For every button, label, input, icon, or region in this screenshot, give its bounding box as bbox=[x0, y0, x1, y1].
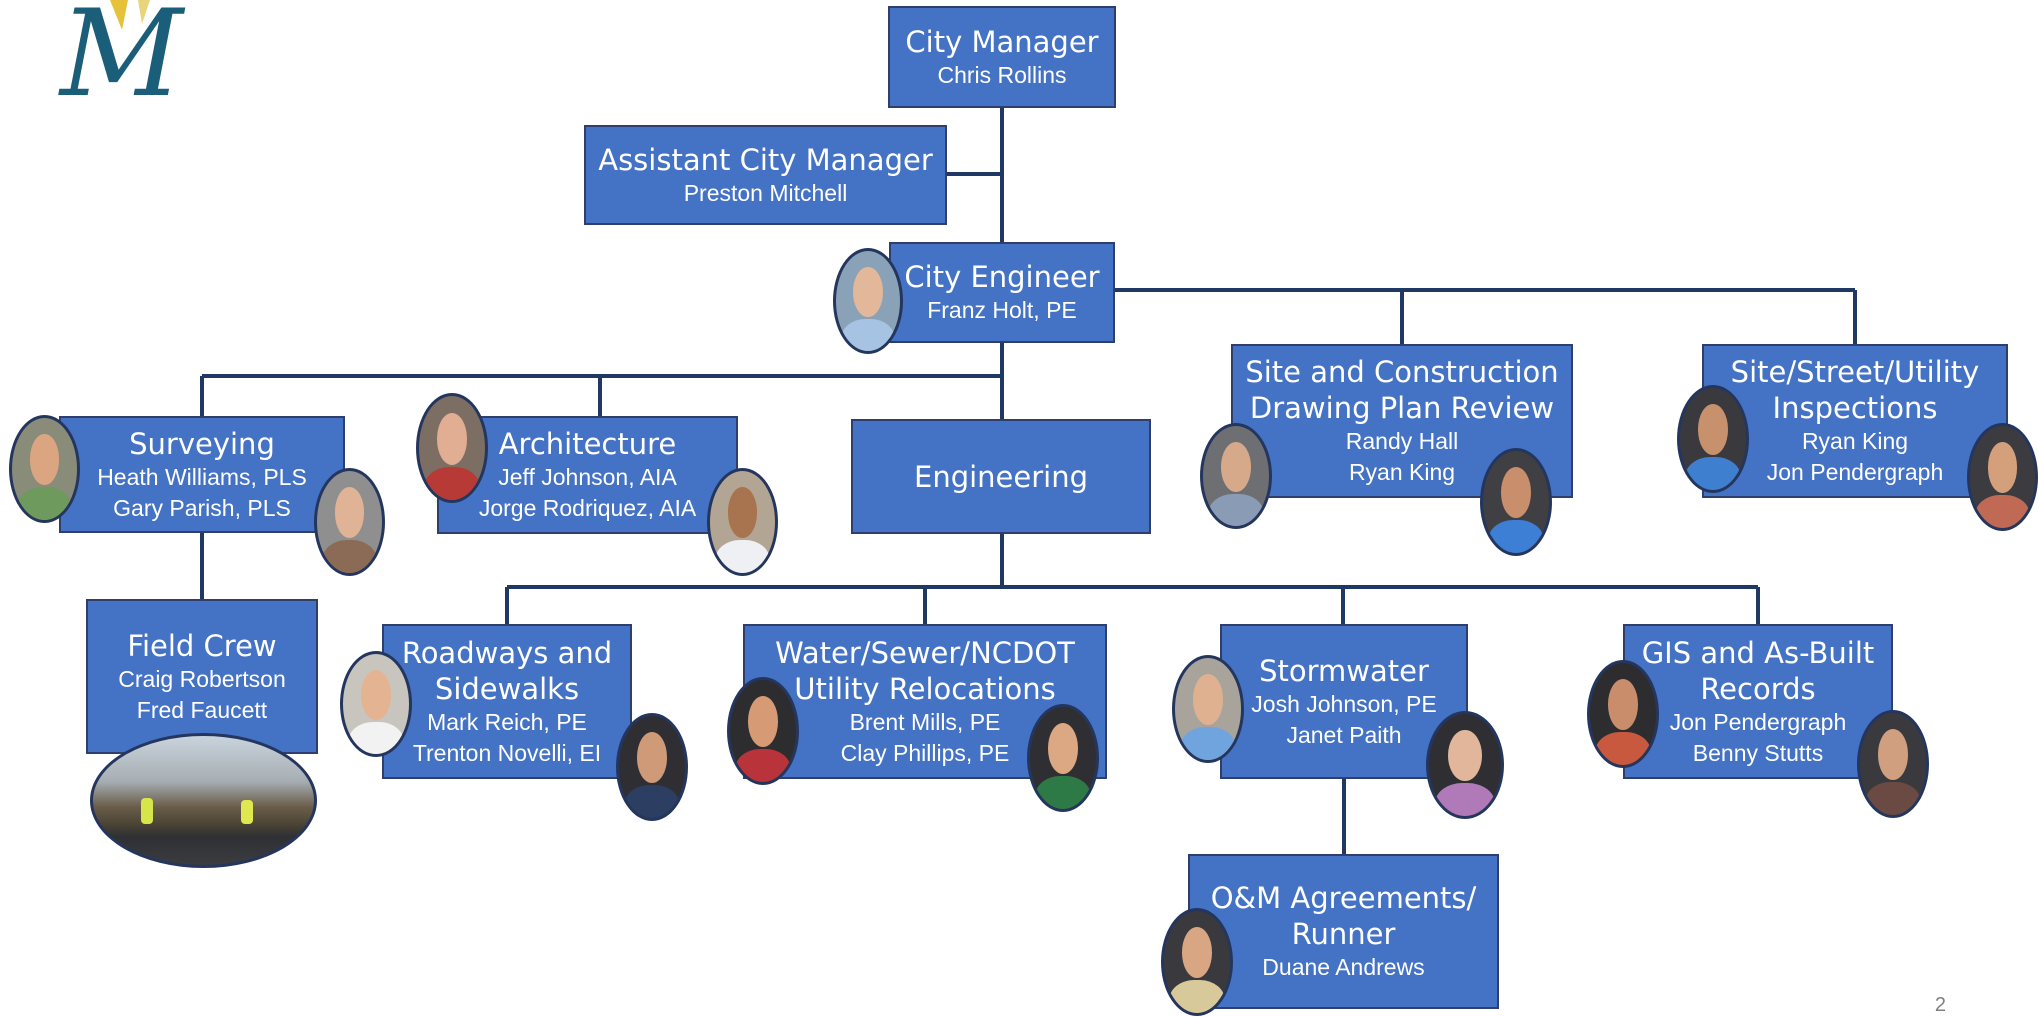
field-crew-photo bbox=[90, 733, 317, 868]
node-title: Roadways and Sidewalks bbox=[401, 635, 613, 706]
node-person: Chris Rollins bbox=[937, 61, 1067, 88]
avatar-photo bbox=[1587, 660, 1659, 768]
node-person: Josh Johnson, PE bbox=[1251, 690, 1437, 717]
node-inspections: Site/Street/Utility Inspections Ryan Kin… bbox=[1702, 344, 2008, 498]
avatar-photo bbox=[1200, 423, 1272, 529]
node-person: Fred Faucett bbox=[136, 696, 268, 723]
node-assistant-city-manager: Assistant City Manager Preston Mitchell bbox=[584, 125, 947, 225]
node-person: Preston Mitchell bbox=[683, 179, 848, 206]
node-person: Janet Paith bbox=[1286, 721, 1402, 748]
avatar-photo bbox=[340, 651, 412, 757]
node-person: Craig Robertson bbox=[118, 665, 286, 692]
node-person: Gary Parish, PLS bbox=[113, 494, 291, 521]
node-person: Benny Stutts bbox=[1692, 739, 1824, 766]
node-person: Ryan King bbox=[1348, 459, 1456, 485]
node-title: GIS and As-Built Records bbox=[1641, 635, 1875, 706]
node-person: Jorge Rodriquez, AIA bbox=[478, 495, 697, 521]
avatar-photo bbox=[727, 677, 799, 785]
node-person: Duane Andrews bbox=[1262, 954, 1425, 980]
avatar-photo bbox=[1857, 710, 1929, 818]
avatar-photo bbox=[1172, 655, 1244, 763]
node-person: Brent Mills, PE bbox=[849, 708, 1001, 735]
node-person: Ryan King bbox=[1801, 428, 1909, 454]
avatar-photo bbox=[833, 248, 903, 354]
avatar-photo bbox=[1027, 704, 1099, 812]
node-gis: GIS and As-Built Records Jon Pendergraph… bbox=[1623, 624, 1893, 779]
avatar-photo bbox=[9, 415, 80, 523]
node-title: Site and Construction Drawing Plan Revie… bbox=[1245, 355, 1559, 425]
avatar-photo bbox=[1677, 385, 1749, 493]
node-title: Field Crew bbox=[127, 628, 277, 663]
node-title: Site/Street/Utility Inspections bbox=[1730, 355, 1980, 425]
avatar-photo bbox=[314, 468, 385, 576]
node-person: Trenton Novelli, EI bbox=[412, 739, 602, 766]
avatar-photo bbox=[1480, 448, 1552, 556]
node-engineering: Engineering bbox=[851, 419, 1151, 534]
node-city-manager: City Manager Chris Rollins bbox=[888, 6, 1116, 108]
avatar-photo bbox=[707, 468, 778, 576]
avatar-photo bbox=[1967, 423, 2038, 531]
node-title: Assistant City Manager bbox=[598, 142, 933, 177]
avatar-photo bbox=[1426, 711, 1504, 819]
node-person: Jon Pendergraph bbox=[1669, 708, 1847, 735]
node-title: Surveying bbox=[129, 426, 275, 461]
node-site-plan-review: Site and Construction Drawing Plan Revie… bbox=[1231, 344, 1573, 498]
node-title: Engineering bbox=[914, 459, 1088, 494]
page-number: 2 bbox=[1934, 994, 1946, 1016]
logo-letter: M bbox=[58, 0, 186, 110]
node-title: Water/Sewer/NCDOT Utility Relocations bbox=[775, 635, 1075, 706]
node-surveying: Surveying Heath Williams, PLS Gary Paris… bbox=[59, 416, 345, 533]
avatar-photo bbox=[1161, 908, 1233, 1016]
avatar-photo bbox=[416, 393, 488, 503]
node-city-engineer: City Engineer Franz Holt, PE bbox=[889, 242, 1115, 343]
node-title: City Engineer bbox=[904, 260, 1100, 294]
node-title: Stormwater bbox=[1259, 653, 1429, 688]
node-person: Mark Reich, PE bbox=[427, 708, 587, 735]
node-title: O&M Agreements/ Runner bbox=[1210, 881, 1477, 951]
node-om-agreements: O&M Agreements/ Runner Duane Andrews bbox=[1188, 854, 1499, 1009]
node-person: Franz Holt, PE bbox=[927, 297, 1077, 323]
node-title: Architecture bbox=[498, 427, 677, 461]
avatar-photo bbox=[616, 713, 688, 821]
node-person: Jeff Johnson, AIA bbox=[498, 464, 677, 490]
node-roadways: Roadways and Sidewalks Mark Reich, PE Tr… bbox=[382, 624, 632, 779]
node-person: Jon Pendergraph bbox=[1766, 459, 1944, 485]
node-water-sewer: Water/Sewer/NCDOT Utility Relocations Br… bbox=[743, 624, 1107, 779]
node-title: City Manager bbox=[905, 24, 1099, 59]
node-person: Randy Hall bbox=[1345, 428, 1459, 454]
node-person: Clay Phillips, PE bbox=[840, 739, 1010, 766]
city-logo-icon: M bbox=[58, 0, 186, 110]
node-person: Heath Williams, PLS bbox=[97, 463, 307, 490]
node-field-crew: Field Crew Craig Robertson Fred Faucett bbox=[86, 599, 318, 754]
